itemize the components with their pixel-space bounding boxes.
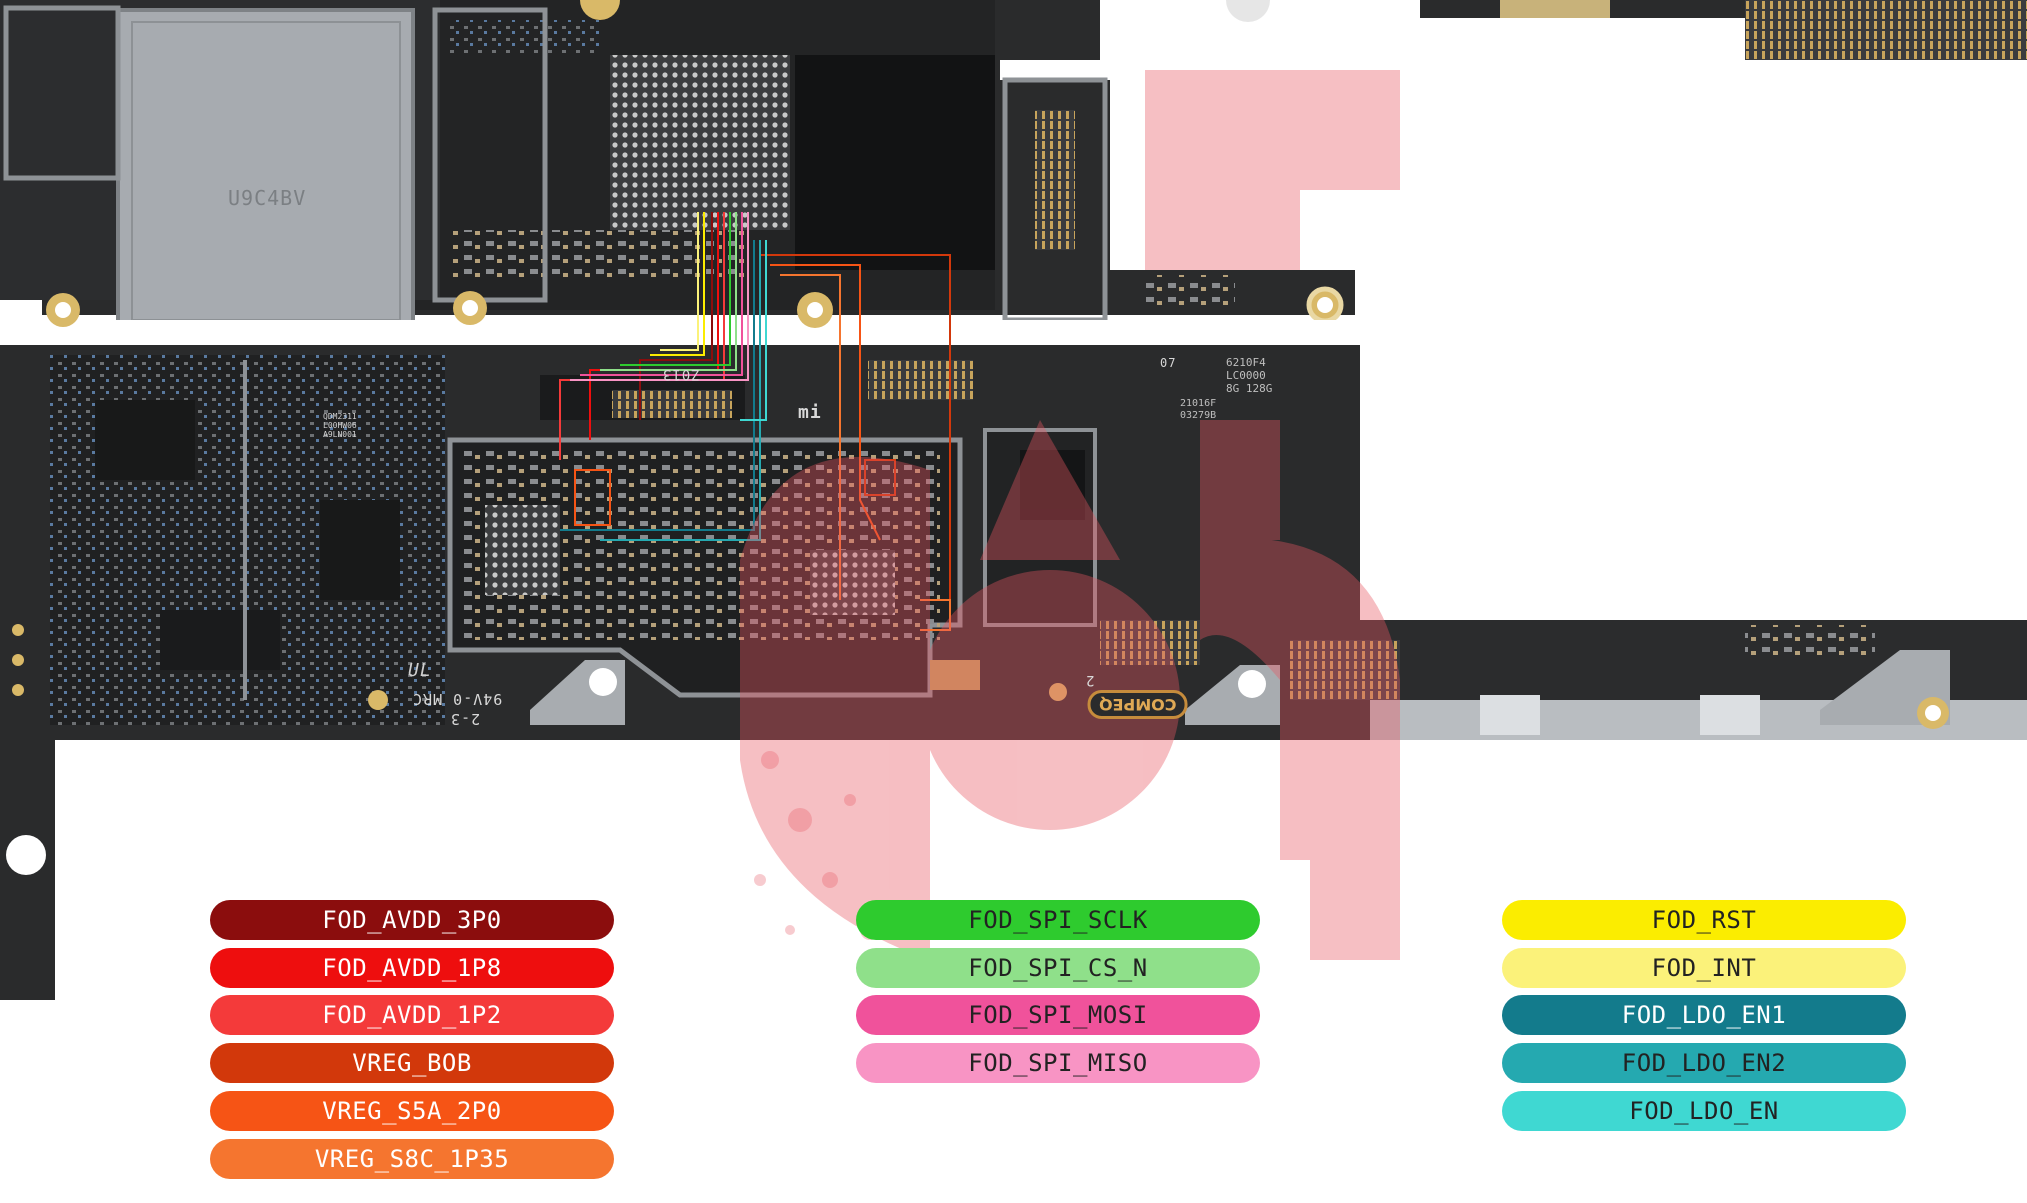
legend-item-fod-spi-sclk: FOD_SPI_SCLK xyxy=(856,900,1260,940)
legend-item-fod-avdd-1p2: FOD_AVDD_1P2 xyxy=(210,995,614,1035)
small-chip-line: QDM2311 xyxy=(323,412,357,421)
chip-code-line: 03279B xyxy=(1180,410,1217,421)
connector-marking: Z013 xyxy=(662,366,700,382)
signal-traces xyxy=(559,212,951,631)
chip-code-block: 21016F 03279B xyxy=(1180,398,1216,422)
legend-label: FOD_LDO_EN2 xyxy=(1621,1049,1787,1077)
legend-label: VREG_S5A_2P0 xyxy=(322,1097,502,1125)
legend-label: FOD_SPI_SCLK xyxy=(968,906,1148,934)
compeq-label: COMPEQ xyxy=(1088,690,1188,719)
legend-item-fod-rst: FOD_RST xyxy=(1502,900,1906,940)
legend-label: FOD_AVDD_3P0 xyxy=(322,906,502,934)
legend-label: FOD_LDO_EN xyxy=(1629,1097,1779,1125)
watermark-logo xyxy=(740,70,1400,960)
legend-item-fod-int: FOD_INT xyxy=(1502,948,1906,988)
small-chip-line: A9LN001 xyxy=(323,430,357,439)
chip-marking-line: 8G 128G xyxy=(1226,382,1273,395)
legend-item-vreg-s8c-1p35: VREG_S8C_1P35 xyxy=(210,1139,614,1179)
sim-tray-marking: U9C4BV xyxy=(228,186,307,210)
rev-sub-marking: 2-3 xyxy=(450,710,481,728)
legend-label: FOD_AVDD_1P2 xyxy=(322,1001,502,1029)
legend-item-fod-ldo-en2: FOD_LDO_EN2 xyxy=(1502,1043,1906,1083)
legend-label: VREG_S8C_1P35 xyxy=(314,1145,510,1173)
chip-marking-line: LC0000 xyxy=(1226,369,1266,382)
lower-board xyxy=(0,345,2027,1000)
ul-marking: UL xyxy=(408,660,432,681)
legend-label: FOD_RST xyxy=(1651,906,1757,934)
legend-item-fod-avdd-1p8: FOD_AVDD_1P8 xyxy=(210,948,614,988)
small-chip-line: L00HW06 xyxy=(323,421,357,430)
legend-item-fod-spi-miso: FOD_SPI_MISO xyxy=(856,1043,1260,1083)
compeq-number: 2 xyxy=(1085,672,1095,688)
legend-item-vreg-bob: VREG_BOB xyxy=(210,1043,614,1083)
chip-code-line: 21016F xyxy=(1180,398,1217,409)
chip-marking-line: 6210F4 xyxy=(1226,356,1266,369)
legend-label: FOD_INT xyxy=(1651,954,1757,982)
legend-item-fod-ldo-en: FOD_LDO_EN xyxy=(1502,1091,1906,1131)
memory-chip xyxy=(795,55,995,270)
legend-label: VREG_BOB xyxy=(352,1049,472,1077)
rev-marking: 94V-0 MRC xyxy=(412,690,503,708)
legend-label: FOD_LDO_EN1 xyxy=(1621,1001,1787,1029)
pmic-bga-2 xyxy=(810,550,895,615)
legend-label: FOD_SPI_MISO xyxy=(968,1049,1148,1077)
legend-label: FOD_SPI_CS_N xyxy=(968,954,1148,982)
legend-label: FOD_AVDD_1P8 xyxy=(322,954,502,982)
legend-item-fod-spi-cs-n: FOD_SPI_CS_N xyxy=(856,948,1260,988)
legend-label: FOD_SPI_MOSI xyxy=(968,1001,1148,1029)
legend-item-fod-spi-mosi: FOD_SPI_MOSI xyxy=(856,995,1260,1035)
sim-tray xyxy=(116,8,415,334)
upper-board xyxy=(0,0,2027,358)
legend-item-fod-ldo-en1: FOD_LDO_EN1 xyxy=(1502,995,1906,1035)
small-chip-block: QDM2311 L00HW06 A9LN001 xyxy=(323,412,357,439)
legend-item-vreg-s5a-2p0: VREG_S5A_2P0 xyxy=(210,1091,614,1131)
compeq-text: COMPEQ xyxy=(1099,695,1177,714)
pmic-bga xyxy=(485,505,560,595)
bga-chip xyxy=(610,55,790,230)
legend-item-fod-avdd-3p0: FOD_AVDD_3P0 xyxy=(210,900,614,940)
brand-marking: mi xyxy=(798,402,822,423)
zone-marking: 07 xyxy=(1160,356,1177,370)
chip-marking-block: 6210F4 LC0000 8G 128G xyxy=(1226,356,1272,395)
